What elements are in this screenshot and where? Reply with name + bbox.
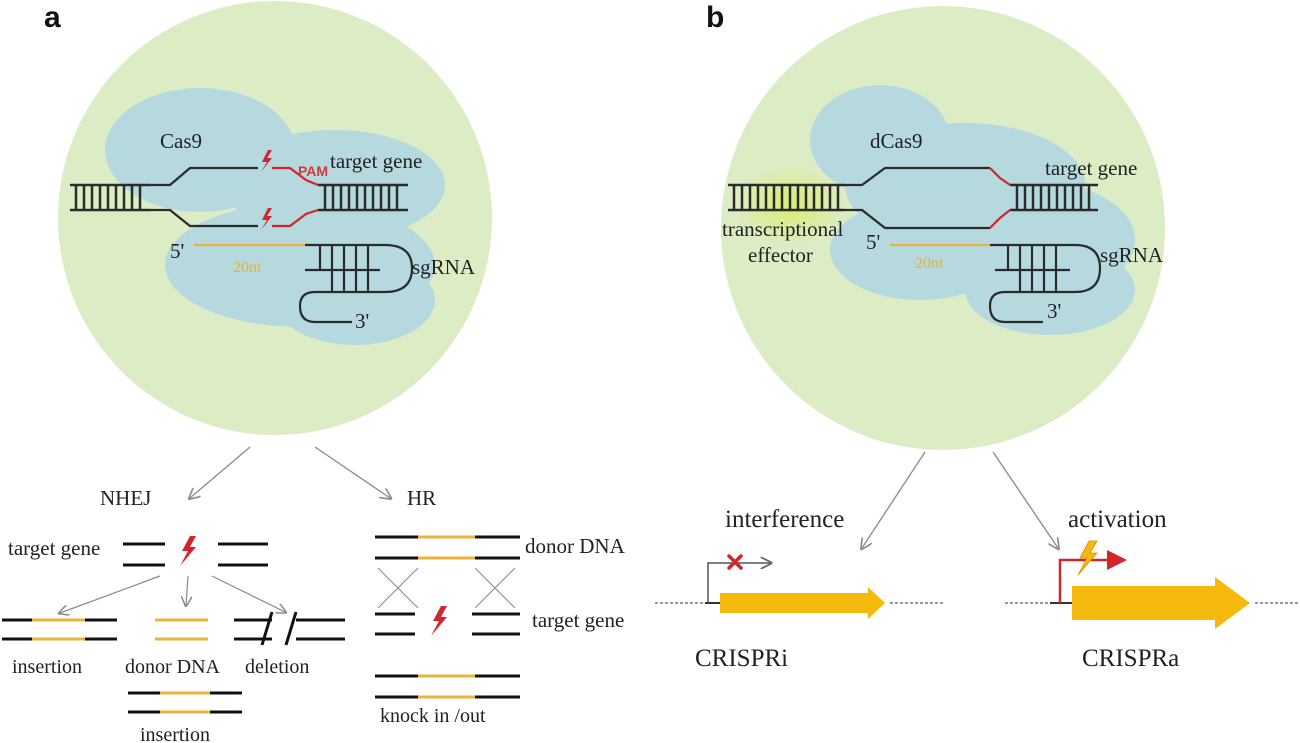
crispri-label: CRISPRi (695, 645, 788, 672)
dna-ladder-right (318, 183, 408, 212)
dna-bubble (150, 166, 319, 228)
nhej-donor-label: donor DNA (125, 656, 221, 678)
nhej-title: NHEJ (100, 486, 151, 510)
panel-a-letter: a (44, 1, 61, 34)
panel-b-letter: b (706, 1, 724, 34)
connector-hr (314, 446, 390, 498)
connector-activation (992, 451, 1058, 548)
hr-donor-dna (375, 535, 520, 560)
three-prime-b: 3' (1047, 299, 1061, 323)
block-x-icon (727, 554, 743, 570)
dna-ladder-left (70, 183, 150, 212)
knock-dna (375, 674, 520, 699)
crispra-gene (1005, 540, 1300, 629)
three-prime-a: 3' (355, 309, 369, 333)
nhej-cut-icon (180, 536, 196, 566)
crispra-promoter (1058, 550, 1127, 603)
cut-mark-icon (261, 150, 272, 230)
insertion-label: insertion (12, 656, 82, 678)
effector-label-2: effector (748, 243, 813, 267)
connector-interference (862, 451, 926, 548)
dna-bubble-b (845, 166, 1011, 230)
dna-ladder-right-b (1010, 183, 1098, 212)
cas9-label: Cas9 (160, 129, 202, 153)
hr-target-dna (375, 612, 520, 636)
crispra-gene-arrow (1072, 577, 1250, 629)
pam-label: PAM (298, 163, 328, 179)
nt-label-b: 20nt (915, 255, 944, 272)
hr-donor-label: donor DNA (525, 534, 626, 558)
sgrna-b (890, 243, 1102, 324)
hr-crossover (377, 567, 516, 609)
target-gene-label-a: target gene (330, 149, 422, 173)
cas9-protein (105, 88, 445, 345)
crispra-label: CRISPRa (1082, 645, 1179, 672)
insertion-dna (2, 618, 117, 641)
five-prime-a: 5' (170, 239, 184, 263)
deletion-label: deletion (245, 656, 309, 678)
activation-label: activation (1068, 506, 1167, 533)
sgrna-label-a: sgRNA (412, 255, 476, 279)
deletion-dna (234, 611, 345, 646)
dcas9-label: dCas9 (870, 129, 923, 153)
crispri-gene-arrow (720, 587, 885, 619)
nhej-target-label: target gene (8, 536, 100, 560)
five-prime-b: 5' (866, 230, 880, 254)
sgrna-a (194, 243, 414, 324)
knock-label: knock in /out (380, 705, 486, 727)
hr-cut-icon (431, 606, 447, 636)
nt-label-a: 20nt (233, 259, 262, 276)
activation-bolt-icon (1077, 540, 1098, 576)
hr-title: HR (407, 486, 436, 510)
nhej-donor-dna (155, 618, 208, 641)
interference-label: interference (725, 506, 844, 533)
crispri-gene (655, 554, 945, 619)
connector-nhej (190, 446, 251, 498)
insertion-label-2: insertion (140, 724, 210, 743)
hr-target-label: target gene (532, 608, 624, 632)
nhej-broken-dna (123, 542, 268, 567)
crispri-promoter (707, 563, 770, 603)
target-gene-label-b: target gene (1045, 156, 1137, 180)
sgrna-label-b: sgRNA (1100, 243, 1164, 267)
insertion-dna-2 (128, 691, 242, 714)
nhej-outcome-arrows (60, 575, 285, 613)
effector-label-1: transcriptional (722, 217, 843, 241)
dna-ladder-left-b (728, 183, 845, 212)
